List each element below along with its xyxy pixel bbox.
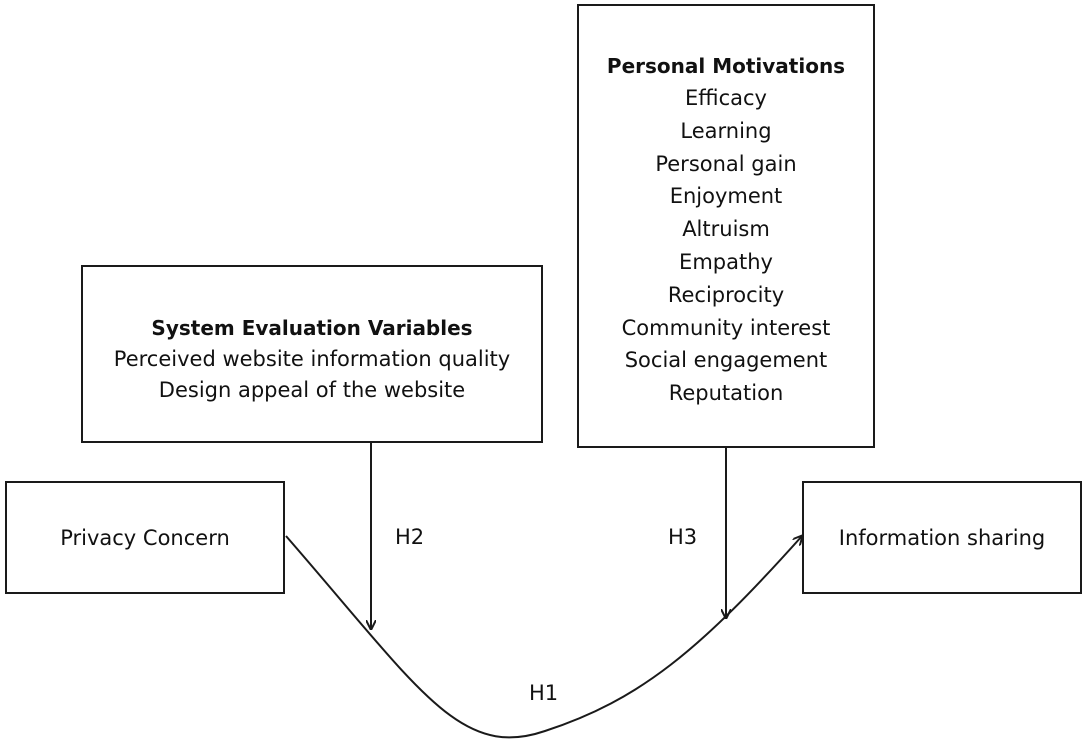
information-sharing-box: Information sharing [802, 481, 1082, 594]
information-sharing-label: Information sharing [838, 525, 1046, 550]
privacy-concern-label: Privacy Concern [60, 525, 230, 550]
system-evaluation-item: Perceived website information quality [113, 347, 511, 371]
motivation-item: Efficacy [685, 86, 767, 110]
motivation-item: Personal gain [655, 151, 797, 176]
motivation-item: Community interest [621, 315, 831, 340]
personal-motivations-title: Personal Motivations [606, 54, 846, 78]
hypothesis-h2-label: H2 [395, 525, 425, 549]
system-evaluation-box: System Evaluation Variables Perceived we… [81, 265, 543, 443]
motivation-item: Enjoyment [669, 184, 783, 209]
h1-curved-arrow [285, 536, 802, 739]
hypothesis-h3-label: H3 [668, 525, 698, 549]
motivation-item: Social engagement [624, 348, 828, 373]
motivation-item: Altruism [682, 217, 770, 242]
personal-motivations-box: Personal Motivations Efficacy Learning P… [577, 4, 875, 448]
motivation-item: Empathy [679, 249, 773, 274]
system-evaluation-title: System Evaluation Variables [151, 316, 473, 340]
motivation-item: Reputation [668, 381, 784, 406]
hypothesis-h1-label: H1 [529, 681, 559, 705]
motivation-item: Reciprocity [667, 282, 785, 307]
privacy-concern-box: Privacy Concern [5, 481, 285, 594]
system-evaluation-item: Design appeal of the website [158, 378, 466, 402]
motivation-item: Learning [680, 118, 772, 143]
